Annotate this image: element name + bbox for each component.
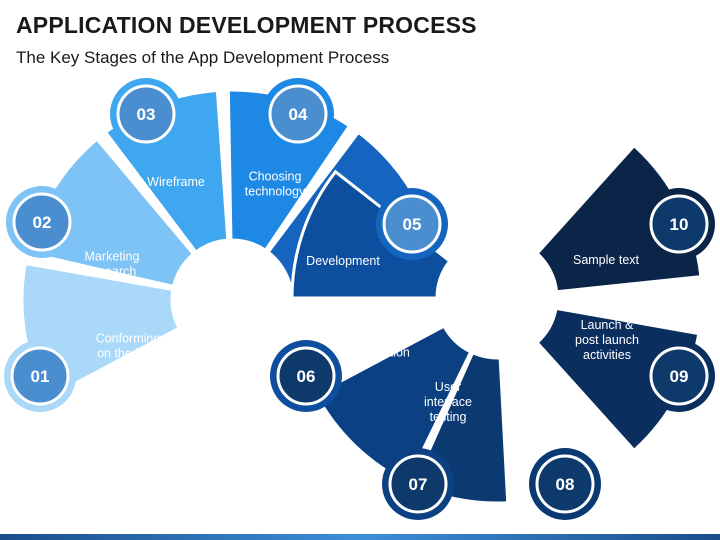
stage-badge-02: 02: [6, 186, 78, 258]
badge-inner-circle: [535, 454, 595, 514]
stage-segment-06: [290, 169, 452, 300]
badge-number: 10: [670, 215, 689, 234]
stage-label-line: interface: [424, 395, 472, 409]
badge-number: 02: [33, 213, 52, 232]
stage-label-03: Wireframe: [147, 175, 205, 189]
stage-label-05: Development: [306, 254, 380, 268]
stage-label-line: Wireframe: [147, 175, 205, 189]
page-subtitle: The Key Stages of the App Development Pr…: [16, 48, 390, 67]
stage-label-line: of your app: [510, 415, 573, 429]
badge-number: 01: [31, 367, 50, 386]
badge-inner-circle: [649, 346, 709, 406]
stage-badge-05: 05: [376, 188, 448, 260]
badge-number: 03: [137, 105, 156, 124]
stage-label-line: beta version: [507, 400, 575, 414]
stage-badge-09: 09: [643, 340, 715, 412]
stage-label-line: on the idea: [97, 347, 159, 361]
stage-badge-07: 07: [382, 448, 454, 520]
stage-badge-06: 06: [270, 340, 342, 412]
badge-inner-circle: [276, 346, 336, 406]
stage-label-line: Sample text: [573, 253, 640, 267]
page-title: APPLICATION DEVELOPMENT PROCESS: [16, 12, 477, 38]
stage-label-line: User: [435, 380, 461, 394]
badge-number: 04: [289, 105, 308, 124]
stage-label-line: Development: [306, 254, 380, 268]
stage-badge-08: 08: [529, 448, 601, 520]
stage-label-10: Sample text: [573, 253, 640, 267]
badge-inner-circle: [12, 192, 72, 252]
badge-inner-circle: [382, 194, 442, 254]
footer-bar: [0, 534, 720, 540]
stage-badge-10: 10: [643, 188, 715, 260]
stage-label-line: testing: [430, 410, 467, 424]
badge-number: 08: [556, 475, 575, 494]
stage-label-line: Choosing: [249, 170, 302, 184]
stage-label-line: application: [350, 346, 410, 360]
badges-layer: 01 02 03 04 05 06 07 08 09 10: [4, 78, 715, 520]
badge-number: 07: [409, 475, 428, 494]
segments-layer: [20, 88, 703, 505]
badge-inner-circle: [268, 84, 328, 144]
badge-inner-circle: [10, 346, 70, 406]
stage-badge-04: 04: [262, 78, 334, 150]
badge-inner-circle: [388, 454, 448, 514]
badge-number: 06: [297, 367, 316, 386]
stage-label-line: research: [88, 265, 137, 279]
badge-number: 09: [670, 367, 689, 386]
stage-badge-03: 03: [110, 78, 182, 150]
stage-label-line: Marketing: [85, 250, 140, 264]
stage-label-line: Testing your: [346, 331, 413, 345]
stage-label-line: Launch &: [581, 318, 634, 332]
badge-number: 05: [403, 215, 422, 234]
badge-inner-circle: [649, 194, 709, 254]
stage-segment-10: [535, 143, 703, 294]
stage-label-line: activities: [583, 348, 631, 362]
stage-label-line: Launching: [512, 385, 570, 399]
stage-label-line: Conforming: [96, 332, 161, 346]
stage-label-line: technology: [245, 185, 306, 199]
badge-inner-circle: [116, 84, 176, 144]
stage-label-line: post launch: [575, 333, 639, 347]
stage-badge-01: 01: [4, 340, 76, 412]
